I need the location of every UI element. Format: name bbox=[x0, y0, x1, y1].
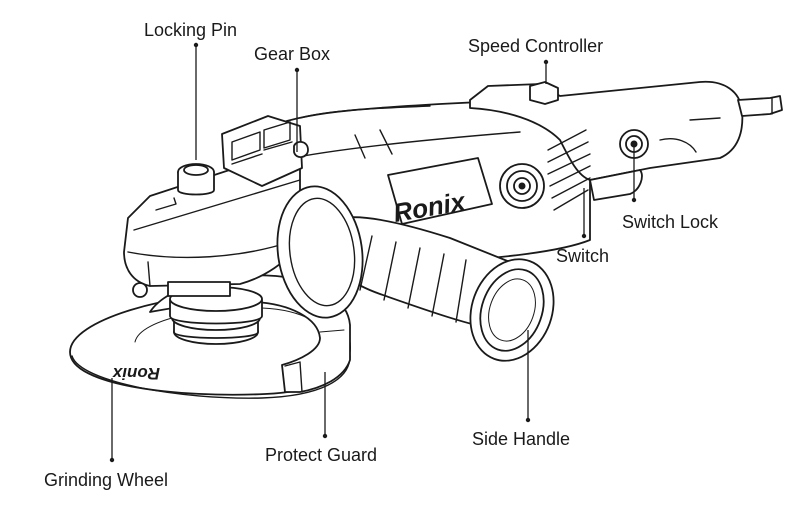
label-speed-controller: Speed Controller bbox=[468, 36, 603, 56]
gear-box bbox=[123, 115, 309, 298]
label-grinding-wheel: Grinding Wheel bbox=[44, 470, 168, 490]
label-switch-lock: Switch Lock bbox=[622, 212, 719, 232]
label-side-handle: Side Handle bbox=[472, 429, 570, 449]
label-protect-guard: Protect Guard bbox=[265, 445, 377, 465]
label-locking-pin: Locking Pin bbox=[144, 20, 237, 40]
wheel-brand-text: Ronix bbox=[111, 364, 160, 383]
label-gear-box: Gear Box bbox=[254, 44, 330, 64]
leader-lines bbox=[109, 42, 637, 463]
label-switch: Switch bbox=[556, 246, 609, 266]
speed-dial bbox=[499, 163, 545, 209]
side-handle bbox=[276, 185, 555, 362]
